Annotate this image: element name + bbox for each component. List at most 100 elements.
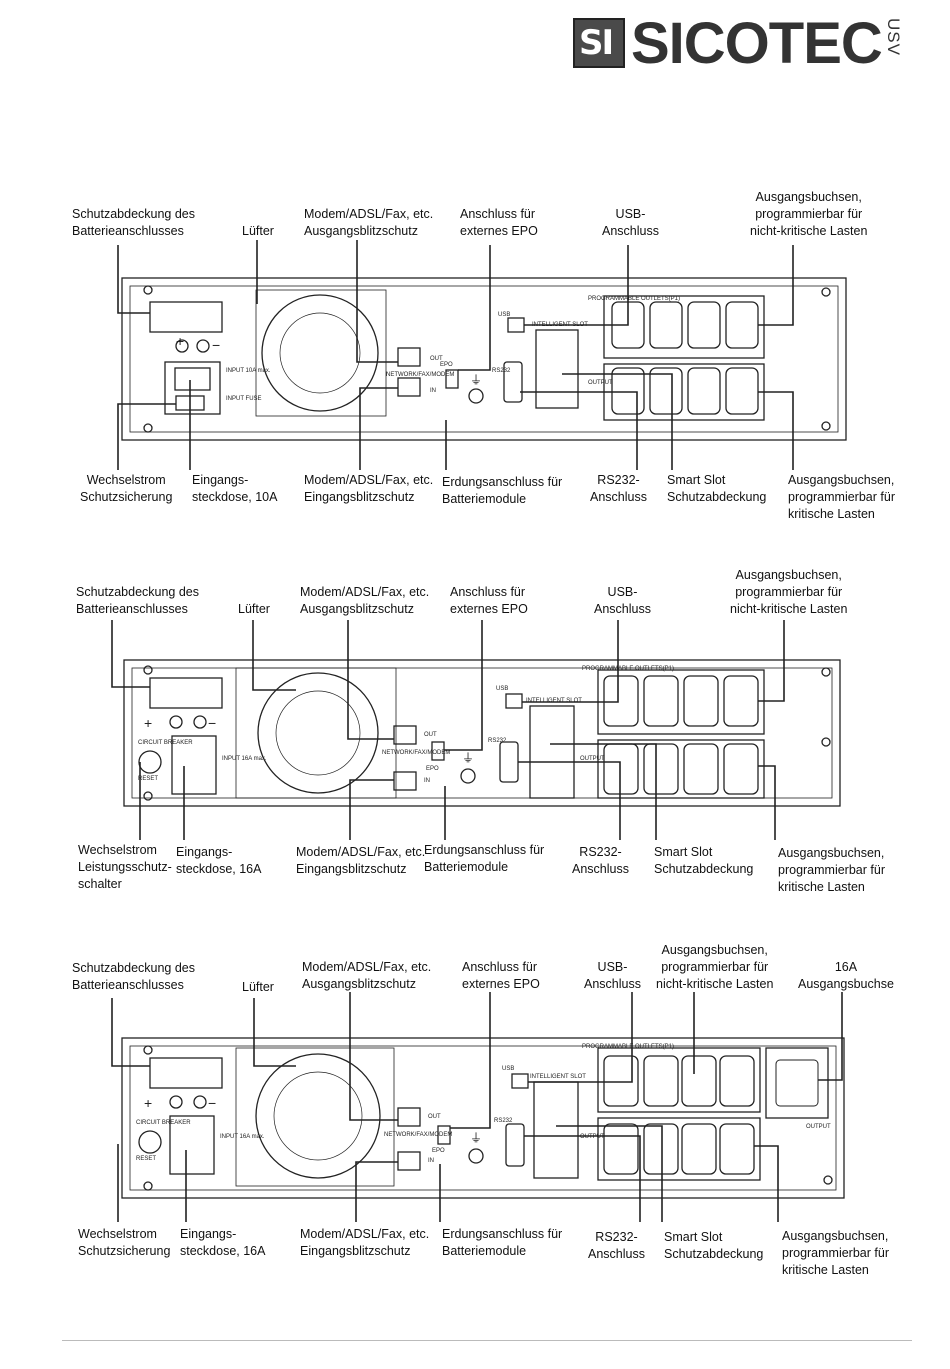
battery-plus: +	[176, 333, 184, 349]
fan-ring-inner	[273, 1071, 363, 1161]
ground-screw	[468, 1148, 484, 1164]
epo-text: EPO	[432, 1148, 445, 1154]
net-in-port	[397, 1151, 421, 1171]
fan-ring-inner	[279, 312, 361, 394]
logo-mark-text: SI	[579, 23, 614, 63]
ground-screw	[468, 388, 484, 404]
footer-rule	[62, 1340, 912, 1341]
label-fan: Lüfter	[238, 602, 270, 616]
rs232-text: RS232	[494, 1118, 513, 1124]
epo-port	[431, 741, 445, 761]
label-fan: Lüfter	[242, 980, 274, 994]
intelligent-slot-text: INTELLIGENT SLOT	[532, 322, 588, 328]
net-in-text: IN	[428, 1158, 434, 1164]
programmable-outlets-text: PROGRAMMABLE OUTLETS(P1)	[588, 296, 680, 302]
net-protection-text: NETWORK/FAX/MODEM	[386, 372, 454, 378]
epo-text: EPO	[426, 766, 439, 772]
fan-grille	[235, 667, 397, 799]
battery-plus: +	[144, 715, 152, 731]
net-in-text: IN	[430, 388, 436, 394]
smart-slot-cover	[535, 329, 579, 409]
label-input-socket: Eingangs-steckdose, 16A	[176, 845, 262, 876]
net-out-port	[393, 725, 417, 745]
circuit-breaker	[138, 750, 162, 774]
fan-grille	[255, 289, 387, 417]
fan-ring	[261, 294, 379, 412]
battery-cover	[149, 677, 223, 709]
battery-cover	[149, 301, 223, 333]
rs232-text: RS232	[488, 738, 507, 744]
label-rs232: RS232-Anschluss	[572, 845, 629, 876]
input-socket-frame	[164, 361, 221, 415]
label-input-socket: Eingangs-steckdose, 16A	[180, 1227, 266, 1258]
battery-terminal-plus	[175, 339, 189, 353]
output-16a-text: OUTPUT	[806, 1124, 831, 1130]
label-modem-out: Modem/ADSL/Fax, etc.Ausgangsblitzschutz	[304, 207, 434, 238]
outlets-noncritical	[603, 675, 759, 727]
rs232-port	[505, 1123, 525, 1167]
output-text: OUTPUT	[588, 380, 613, 386]
usb-port	[507, 317, 525, 333]
outlets-critical-bank	[597, 1117, 761, 1181]
label-modem-in: Modem/ADSL/Fax, etc.Eingangsblitzschutz	[304, 473, 434, 504]
battery-terminal-minus	[193, 1095, 207, 1109]
outlets-critical	[603, 1123, 755, 1175]
ground-symbol: ⏚	[470, 373, 482, 387]
fan-ring-inner	[275, 690, 361, 776]
callout-lines	[111, 620, 785, 840]
battery-terminal-plus	[169, 1095, 183, 1109]
net-out-port	[397, 1107, 421, 1127]
ups-chassis-inner	[129, 1045, 837, 1191]
battery-terminal-minus	[193, 715, 207, 729]
label-modem-in: Modem/ADSL/Fax, etc.Eingangsblitzschutz	[300, 1227, 430, 1258]
outlets-noncritical-bank	[597, 1047, 761, 1113]
label-fan: Lüfter	[242, 224, 274, 238]
net-out-text: OUT	[424, 732, 437, 738]
rs232-port	[499, 741, 519, 783]
net-out-text: OUT	[430, 356, 443, 362]
label-input-socket: Eingangs-steckdose, 10A	[192, 473, 278, 504]
ups-chassis	[121, 1037, 845, 1199]
outlets-noncritical	[603, 1055, 755, 1107]
logo-sub: USV	[884, 18, 903, 56]
fan-ring	[255, 1053, 381, 1179]
rs232-port	[503, 361, 523, 403]
net-in-port	[397, 377, 421, 397]
input-socket	[169, 1115, 215, 1175]
outlets-critical	[611, 367, 759, 415]
fan-grille	[235, 1047, 395, 1187]
ups-chassis-inner	[129, 285, 839, 433]
battery-terminal-minus	[196, 339, 210, 353]
rs232-text: RS232	[492, 368, 511, 374]
net-protection-text: NETWORK/FAX/MODEM	[382, 750, 450, 756]
diagram-3-drawing: + − CIRCUIT BREAKER RESET INPUT 16A max.…	[111, 992, 845, 1222]
epo-port	[445, 369, 459, 389]
battery-plus: +	[144, 1095, 152, 1111]
label-usb: USB-Anschluss	[602, 207, 659, 238]
epo-port	[437, 1125, 451, 1145]
ground-screw	[460, 768, 476, 784]
output-text: OUTPUT	[580, 1134, 605, 1140]
circuit-breaker	[138, 1130, 162, 1154]
usb-text: USB	[496, 686, 508, 692]
input-16a-text: INPUT 16A max.	[220, 1134, 265, 1140]
net-protection-text: NETWORK/FAX/MODEM	[384, 1132, 452, 1138]
ground-symbol: ⏚	[470, 1131, 482, 1145]
ground-symbol: ⏚	[462, 751, 474, 765]
input-16a-text: INPUT 16A max.	[222, 756, 267, 762]
reset-text: RESET	[138, 776, 158, 782]
